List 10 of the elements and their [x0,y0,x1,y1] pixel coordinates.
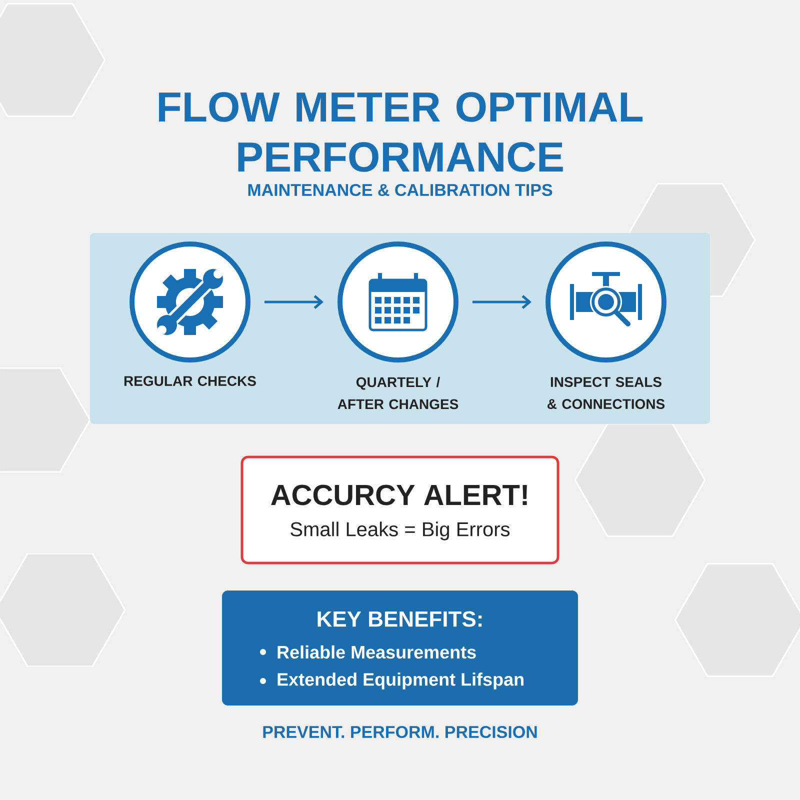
arrow [264,295,324,309]
step-label: INSPECT SEALS & CONNECTIONS [548,377,665,409]
title: FLOW METER OPTIMAL PERFORMANCE [159,92,643,172]
step-label: REGULAR CHECKS [124,376,256,386]
subtitle: MAINTENANCE & CALIBRATION TIPS [248,184,552,196]
alert-box: ACCURCY ALERT! Small Leaks = Big Errors [240,456,560,564]
benefits-box: KEY BENEFITS: Reliable Measurements Extended Equipment Lifspan [222,590,578,706]
tagline: PREVENT. PERFORM. PRECISION [263,726,537,738]
step-label: QUARTELY / AFTER CHANGES [338,376,458,410]
arrow [472,295,532,309]
